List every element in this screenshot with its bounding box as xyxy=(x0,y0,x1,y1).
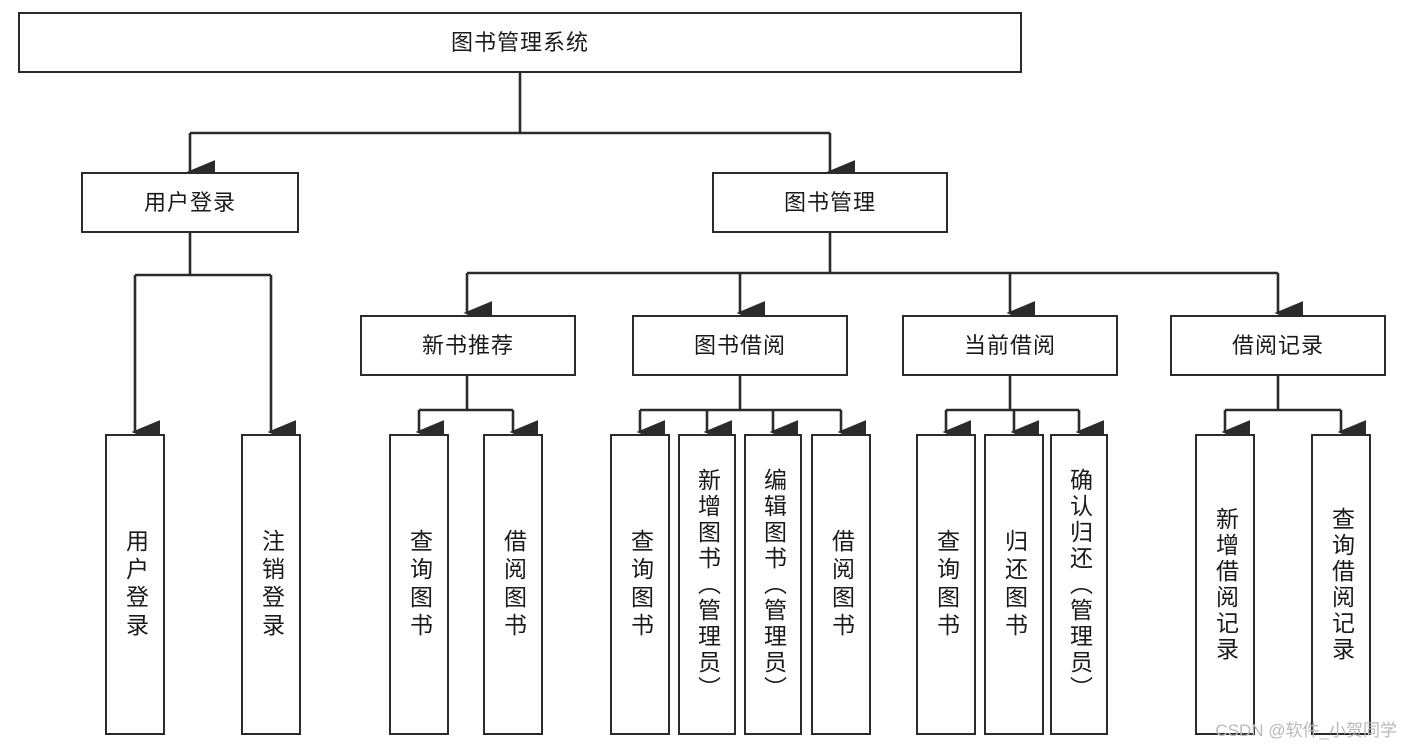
node-leaf-return-book-label: 归还图书 xyxy=(1001,528,1028,641)
node-leaf-logout-label: 注销登录 xyxy=(258,528,285,641)
node-leaf-query-record-label: 查询借阅记录 xyxy=(1328,506,1355,663)
node-leaf-borrow-book-2[interactable]: 借阅图书 xyxy=(811,434,871,735)
node-leaf-user-login-label: 用户登录 xyxy=(122,528,149,641)
node-leaf-add-record[interactable]: 新增借阅记录 xyxy=(1195,434,1255,735)
node-leaf-return-book[interactable]: 归还图书 xyxy=(984,434,1044,735)
node-leaf-confirm-return[interactable]: 确认归还（管理员） xyxy=(1050,434,1108,735)
node-leaf-query-record[interactable]: 查询借阅记录 xyxy=(1311,434,1371,735)
node-book-borrow[interactable]: 图书借阅 xyxy=(632,315,848,376)
node-user-login[interactable]: 用户登录 xyxy=(81,172,299,233)
node-new-book-recommend[interactable]: 新书推荐 xyxy=(360,315,576,376)
node-borrow-record[interactable]: 借阅记录 xyxy=(1170,315,1386,376)
node-leaf-add-book[interactable]: 新增图书（管理员） xyxy=(678,434,736,735)
node-leaf-confirm-return-label: 确认归还（管理员） xyxy=(1066,467,1093,702)
node-user-login-label: 用户登录 xyxy=(143,189,236,215)
node-leaf-borrow-book-1[interactable]: 借阅图书 xyxy=(483,434,543,735)
node-leaf-borrow-book-1-label: 借阅图书 xyxy=(500,528,527,641)
node-leaf-query-book-3[interactable]: 查询图书 xyxy=(916,434,976,735)
node-leaf-query-book-1[interactable]: 查询图书 xyxy=(389,434,449,735)
node-leaf-edit-book-label: 编辑图书（管理员） xyxy=(760,467,787,702)
node-leaf-query-book-1-label: 查询图书 xyxy=(406,528,433,641)
node-new-book-recommend-label: 新书推荐 xyxy=(421,332,514,358)
node-leaf-logout[interactable]: 注销登录 xyxy=(241,434,301,735)
node-root[interactable]: 图书管理系统 xyxy=(18,12,1022,73)
node-leaf-edit-book[interactable]: 编辑图书（管理员） xyxy=(744,434,802,735)
node-book-borrow-label: 图书借阅 xyxy=(693,332,786,358)
node-root-label: 图书管理系统 xyxy=(450,29,589,55)
node-leaf-borrow-book-2-label: 借阅图书 xyxy=(828,528,855,641)
node-current-borrow-label: 当前借阅 xyxy=(963,332,1056,358)
csdn-watermark: CSDN @软件_小贺同学 xyxy=(1215,721,1397,740)
node-book-management[interactable]: 图书管理 xyxy=(712,172,948,233)
node-book-management-label: 图书管理 xyxy=(783,189,876,215)
node-leaf-add-book-label: 新增图书（管理员） xyxy=(694,467,721,702)
node-leaf-query-book-3-label: 查询图书 xyxy=(933,528,960,641)
node-current-borrow[interactable]: 当前借阅 xyxy=(902,315,1118,376)
node-leaf-query-book-2[interactable]: 查询图书 xyxy=(610,434,670,735)
node-leaf-user-login[interactable]: 用户登录 xyxy=(105,434,165,735)
node-leaf-add-record-label: 新增借阅记录 xyxy=(1212,506,1239,663)
node-leaf-query-book-2-label: 查询图书 xyxy=(627,528,654,641)
node-borrow-record-label: 借阅记录 xyxy=(1231,332,1324,358)
